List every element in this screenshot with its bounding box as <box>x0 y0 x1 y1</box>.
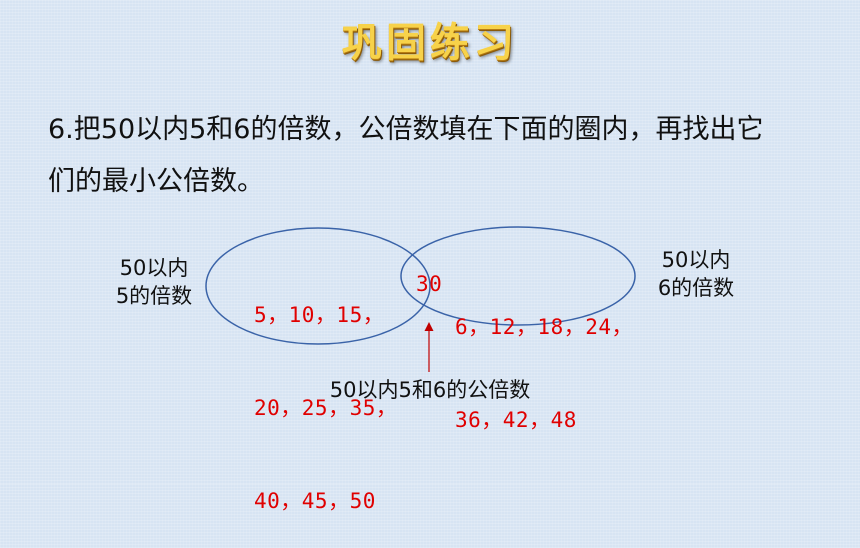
page-title: 巩固练习 <box>342 19 518 66</box>
right-label-line-1: 50以内 <box>661 248 731 272</box>
common-multiples-label: 50以内5和6的公倍数 <box>329 378 531 402</box>
question-line-2: 们的最小公倍数。 <box>48 166 264 197</box>
common-multiple: 30 <box>416 272 443 296</box>
right-only-multiples: 6，12，18，24， 36，42，48 <box>455 250 633 467</box>
right-only-row-1: 6，12，18，24， <box>455 315 634 339</box>
circle-multiples-of-6 <box>400 226 636 326</box>
venn-diagram <box>205 226 636 372</box>
left-label-line-2: 5的倍数 <box>115 284 193 308</box>
left-label-line-1: 50以内 <box>119 256 189 280</box>
question-text: 6.把50以内5和6的倍数，公倍数填在下面的圈内，再找出它 们的最小公倍数。 <box>48 104 838 208</box>
right-only-row-2: 36，42，48 <box>455 408 577 432</box>
left-only-row-2: 20，25，35， <box>254 396 398 420</box>
circle-multiples-of-5 <box>205 227 431 345</box>
pointer-arrow-head <box>424 322 434 331</box>
left-only-row-1: 5，10，15， <box>254 303 385 327</box>
question-line-1: 6.把50以内5和6的倍数，公倍数填在下面的圈内，再找出它 <box>48 114 764 145</box>
left-circle-label: 50以内 5的倍数 <box>108 254 200 310</box>
right-label-line-2: 6的倍数 <box>657 276 735 300</box>
right-circle-label: 50以内 6的倍数 <box>646 246 746 302</box>
left-only-row-3: 40，45，50 <box>254 489 376 513</box>
